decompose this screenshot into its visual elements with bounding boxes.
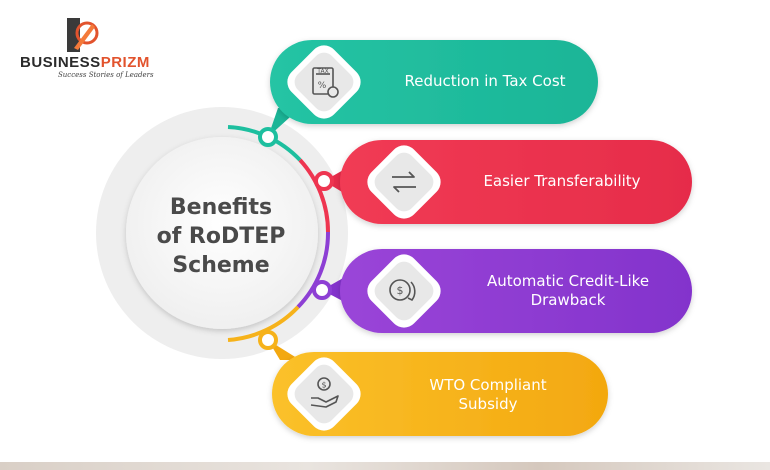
benefit-card-transfer xyxy=(314,140,692,224)
arc-segment-yellow xyxy=(227,305,300,342)
tax-document-icon xyxy=(312,67,339,98)
benefit-label-line: Drawback xyxy=(530,291,606,309)
center-title: Benefits of RoDTEP Scheme xyxy=(150,193,292,280)
benefit-label-wto: WTO Compliant Subsidy xyxy=(380,376,596,414)
benefit-card-tax xyxy=(258,40,598,147)
benefit-card-credit xyxy=(312,249,692,333)
arc-segment-purple xyxy=(296,231,331,309)
dollar-refund-icon-symbol: $ xyxy=(397,284,404,297)
bottom-strip xyxy=(0,462,770,470)
logo-tagline: Success Stories of Leaders xyxy=(58,71,154,79)
benefit-label-line: Reduction in Tax Cost xyxy=(404,72,566,90)
benefit-label-line: WTO Compliant xyxy=(429,376,547,394)
business-prizm-logo-icon xyxy=(67,18,99,52)
hand-dollar-icon xyxy=(310,377,339,408)
tax-document-icon-text: TAX xyxy=(316,68,328,75)
arc-segment-red xyxy=(298,158,331,233)
transfer-arrows-icon xyxy=(392,171,416,193)
benefit-label-credit: Automatic Credit-Like Drawback xyxy=(444,272,692,310)
benefit-label-line: Easier Transferability xyxy=(483,172,641,190)
logo-wordmark: BUSINESSPRIZM xyxy=(20,54,150,71)
tax-document-icon-percent: % xyxy=(318,81,327,91)
center-title-line: Benefits xyxy=(169,195,273,220)
dollar-refund-icon xyxy=(389,279,416,302)
benefit-label-line: Automatic Credit-Like xyxy=(486,272,650,290)
center-title-line: of RoDTEP xyxy=(156,224,286,249)
hand-dollar-icon-symbol: $ xyxy=(321,381,326,390)
center-circle-inner xyxy=(126,137,318,329)
benefit-label-line: Subsidy xyxy=(458,395,518,413)
center-title-line: Scheme xyxy=(172,253,270,278)
logo-brand-accent: PRIZM xyxy=(100,54,150,71)
benefit-label-transfer: Easier Transferability xyxy=(444,172,680,191)
logo-brand-main: BUSINESS xyxy=(20,54,101,71)
benefit-label-tax: Reduction in Tax Cost xyxy=(372,72,598,91)
benefit-card-wto xyxy=(258,330,608,436)
